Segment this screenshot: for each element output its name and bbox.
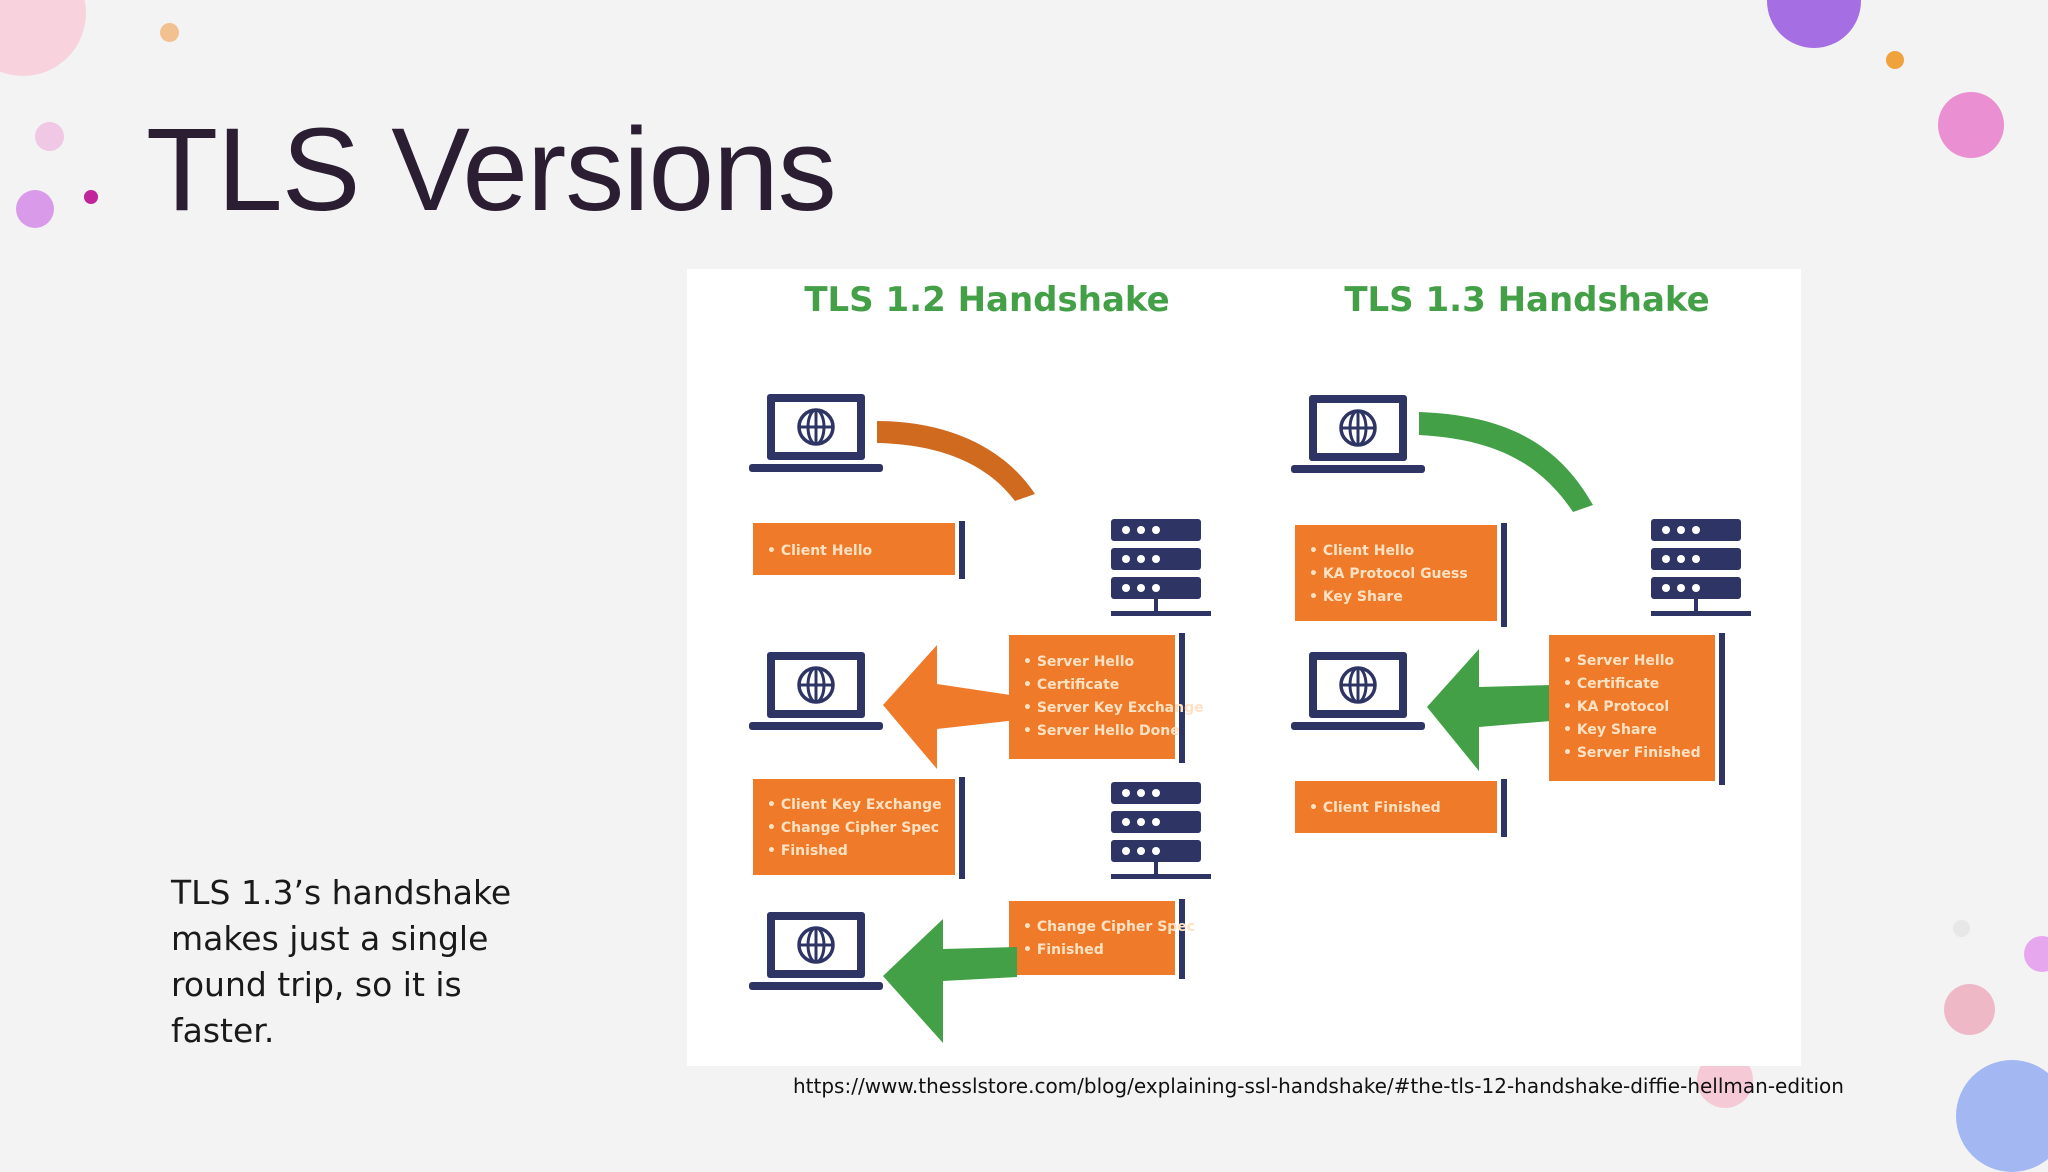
- tls12-server-1: [1111, 519, 1211, 616]
- tls12-server-2: [1111, 782, 1211, 879]
- decor-dot-orange-topright: [1886, 51, 1904, 69]
- tls12-server-hello-arrow: [883, 645, 1017, 769]
- tls12-server-finish-item-1: • Change Cipher Spec: [1023, 919, 1195, 935]
- decor-circle-rose-right: [1944, 984, 1995, 1035]
- tls12-server-hello-item-2: • Certificate: [1023, 677, 1119, 693]
- tls13-title: TLS 1.3 Handshake: [1344, 280, 1709, 320]
- tls13-server: [1651, 519, 1751, 616]
- tls12-client-hello-label: • Client Hello: [767, 543, 873, 559]
- decor-circle-purple-topright: [1767, 0, 1861, 48]
- tls13-client-finished-label: • Client Finished: [1309, 800, 1441, 816]
- decor-circle-blue-bottomright: [1956, 1060, 2048, 1172]
- tls13-server-hello-item-4: • Key Share: [1563, 722, 1657, 738]
- tls12-server-hello-item-3: • Server Key Exchange: [1023, 700, 1204, 716]
- tls13-server-hello-box: • Server Hello • Certificate • KA Protoc…: [1549, 633, 1725, 785]
- tls13-server-hello-arrow: [1427, 649, 1551, 771]
- tls12-title: TLS 1.2 Handshake: [804, 280, 1169, 320]
- tls12-server-finish-item-2: • Finished: [1023, 942, 1104, 958]
- tls12-client-key-item-1: • Client Key Exchange: [767, 797, 942, 813]
- tls12-client-laptop-3: [747, 910, 885, 992]
- tls12-client-key-item-2: • Change Cipher Spec: [767, 820, 939, 836]
- tls13-client-hello-item-1: • Client Hello: [1309, 543, 1415, 559]
- decor-circle-pink-right: [1938, 92, 2004, 158]
- tls12-server-hello-box: • Server Hello • Certificate • Server Ke…: [1009, 633, 1204, 763]
- tls13-client-laptop-2: [1289, 650, 1427, 732]
- tls13-client-hello-item-2: • KA Protocol Guess: [1309, 566, 1468, 582]
- tls-handshake-diagram: TLS 1.2 Handshake TLS 1.3 Handshake • Cl…: [687, 269, 1801, 1066]
- slide-title: TLS Versions: [146, 104, 837, 236]
- tls12-server-hello-item-1: • Server Hello: [1023, 654, 1135, 670]
- tls12-server-finish-box: • Change Cipher Spec • Finished: [1009, 899, 1195, 979]
- tls12-client-laptop-2: [747, 650, 885, 732]
- tls13-server-hello-item-2: • Certificate: [1563, 676, 1659, 692]
- tls13-client-finished-box: • Client Finished: [1295, 779, 1507, 837]
- tls13-client-hello-item-3: • Key Share: [1309, 589, 1403, 605]
- tls13-client-laptop-1: [1289, 393, 1427, 475]
- tls12-client-hello-box: • Client Hello: [753, 521, 965, 579]
- tls12-client-key-box: • Client Key Exchange • Change Cipher Sp…: [753, 777, 965, 879]
- tls13-server-hello-item-5: • Server Finished: [1563, 745, 1701, 761]
- decor-dot-magenta-left: [84, 190, 98, 204]
- tls12-client-key-item-3: • Finished: [767, 843, 848, 859]
- tls12-client-laptop-1: [747, 392, 885, 474]
- tls12-server-hello-item-4: • Server Hello Done: [1023, 723, 1180, 739]
- tls13-client-hello-box: • Client Hello • KA Protocol Guess • Key…: [1295, 523, 1507, 627]
- decor-dot-violet-right: [2024, 936, 2048, 972]
- decor-circle-pink-topleft: [0, 0, 86, 76]
- decor-dot-orange-top: [160, 23, 179, 42]
- tls12-finish-arrow: [883, 919, 1017, 1043]
- tls13-server-hello-item-1: • Server Hello: [1563, 653, 1675, 669]
- tls13-arc-arrow: [1419, 412, 1593, 512]
- decor-dot-violet-left: [16, 190, 54, 228]
- source-url: https://www.thesslstore.com/blog/explain…: [793, 1074, 1844, 1098]
- tls12-arc-arrow: [877, 421, 1035, 501]
- decor-dot-grey-right: [1953, 920, 1970, 937]
- decor-dot-pink-left: [35, 122, 64, 151]
- slide-body-text: TLS 1.3’s handshake makes just a single …: [171, 873, 512, 1050]
- tls13-server-hello-item-3: • KA Protocol: [1563, 699, 1669, 715]
